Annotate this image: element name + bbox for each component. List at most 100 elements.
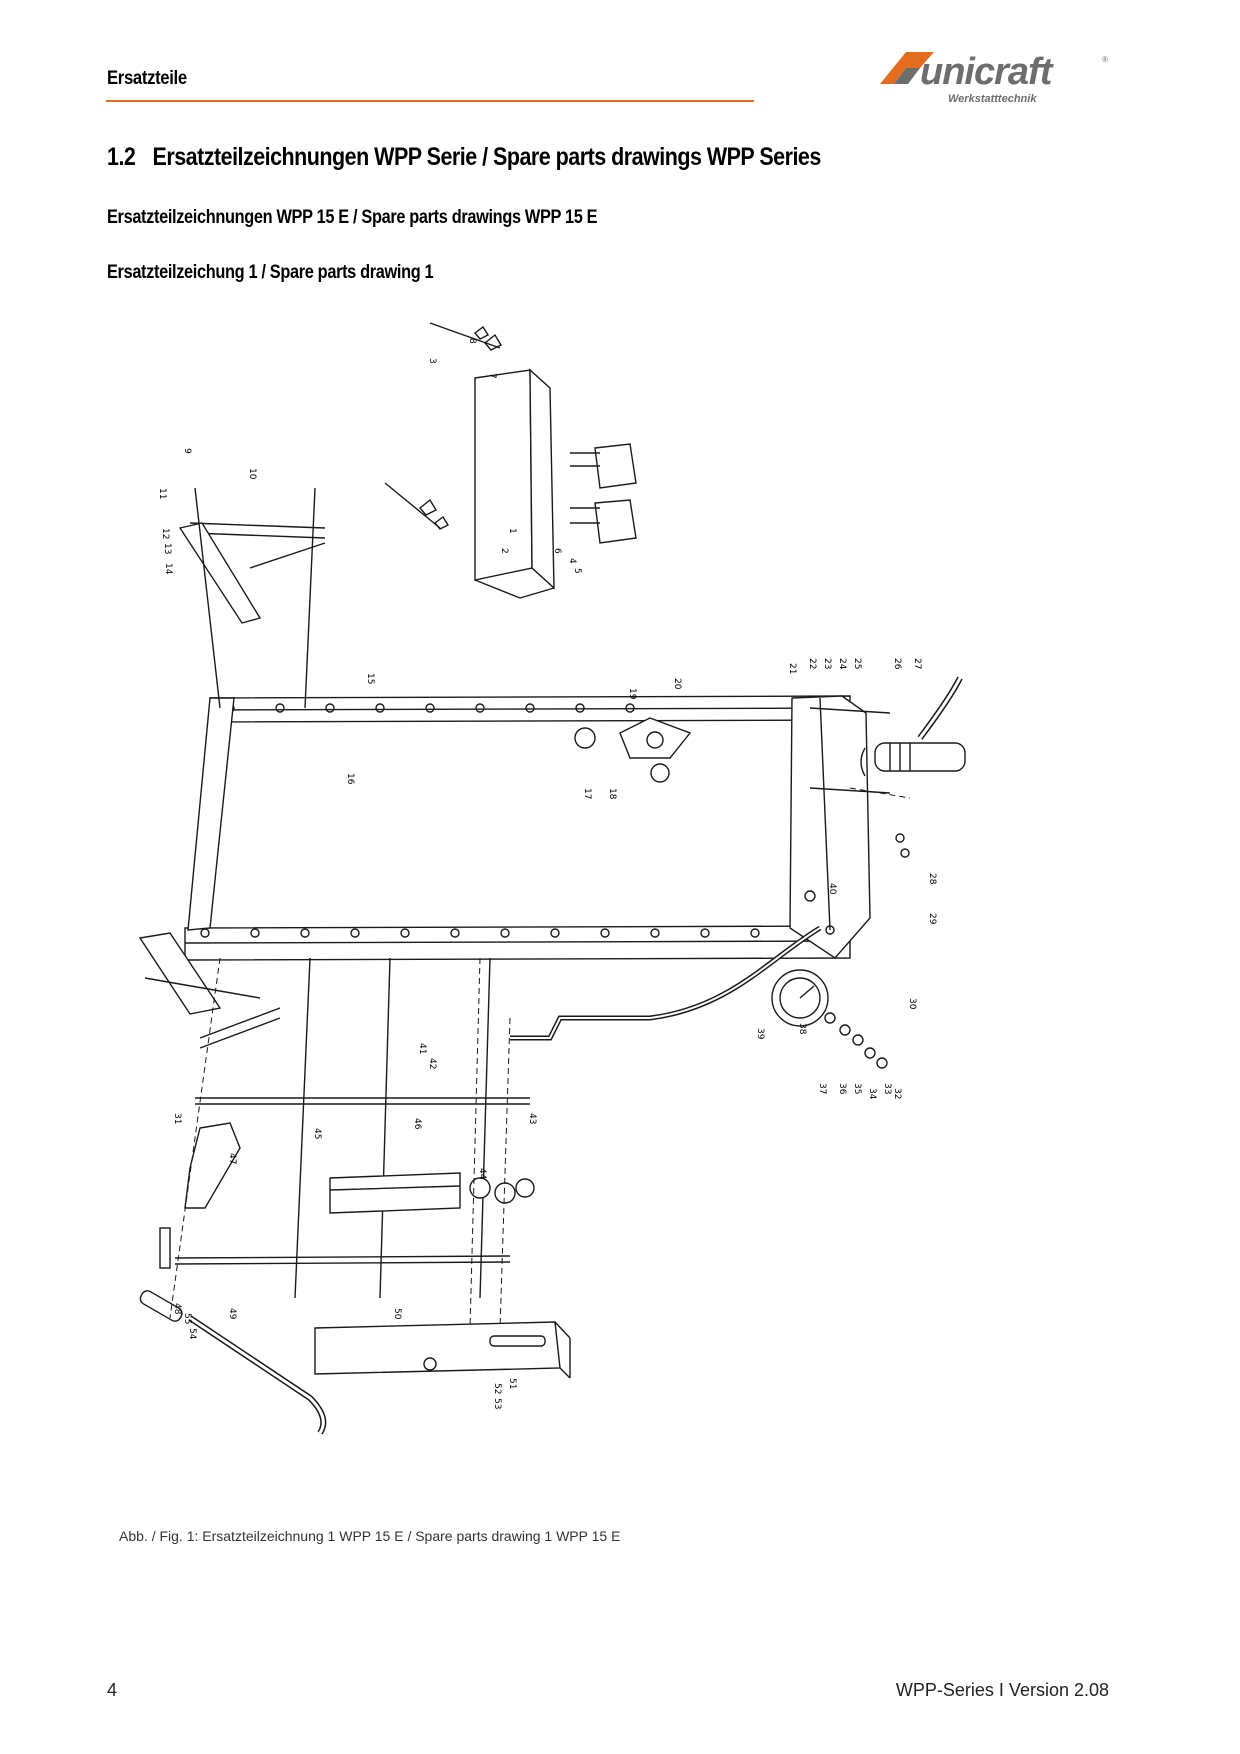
- hydraulic-cylinder: [809, 676, 966, 794]
- part-number-label: 29: [927, 913, 937, 925]
- part-number-label: 19: [627, 688, 637, 700]
- figure-caption: Abb. / Fig. 1: Ersatzteilzeichnung 1 WPP…: [119, 1528, 621, 1544]
- frame-hole: [750, 928, 760, 938]
- part-number-label: 1: [507, 528, 517, 534]
- part-number-label: 18: [607, 788, 617, 800]
- frame-hole: [300, 928, 310, 938]
- part-number-label: 12: [160, 528, 170, 539]
- logo-name: unicraft: [920, 51, 1054, 93]
- part-number-label: 22: [807, 658, 817, 669]
- part-number-label: 43: [527, 1113, 537, 1124]
- part-number-label: 45: [312, 1128, 322, 1139]
- part-number-label: 15: [365, 673, 375, 684]
- part-number-label: 32: [892, 1088, 902, 1099]
- registered-mark-icon: ®: [1102, 55, 1108, 64]
- part-number-label: 42: [427, 1058, 437, 1069]
- support-rods: [174, 957, 530, 1299]
- section-number: 1.2: [107, 143, 136, 171]
- part-number-label: 28: [927, 873, 937, 885]
- part-number-label: 35: [852, 1083, 862, 1094]
- unicraft-logo: unicraft Werkstatttechnik ®: [880, 51, 1108, 105]
- frame-hole: [525, 703, 535, 713]
- part-number-label: 49: [227, 1308, 237, 1320]
- subtitle-drawing-1: Ersatzteilzeichung 1 / Spare parts drawi…: [107, 262, 434, 283]
- part-number-label: 33: [882, 1083, 892, 1094]
- frame-hole: [575, 703, 585, 713]
- part-number-label: 3: [427, 358, 437, 364]
- frame-hole: [625, 703, 635, 713]
- part-number-label: 53: [492, 1398, 502, 1409]
- part-number-label: 10: [247, 468, 257, 480]
- frame-hole: [475, 703, 485, 713]
- logo-tagline: Werkstatttechnik: [948, 93, 1037, 105]
- part-number-label: 47: [227, 1153, 237, 1164]
- frame-hole: [450, 928, 460, 938]
- part-number-label: 6: [552, 548, 562, 554]
- frame-hole: [400, 928, 410, 938]
- frame-hole: [325, 703, 335, 713]
- part-number-label: 16: [345, 773, 355, 785]
- alignment-lines: [169, 787, 911, 1329]
- gauge-fittings: [824, 833, 910, 1069]
- lower-left-linkage: [138, 932, 281, 1049]
- pedal-lever: [159, 1122, 241, 1269]
- part-number-label: 44: [477, 1168, 487, 1180]
- header-rule: [106, 100, 754, 102]
- upper-left-linkage: [178, 487, 326, 709]
- frame-hole: [500, 928, 510, 938]
- frame-hole: [275, 703, 285, 713]
- part-number-label: 23: [822, 658, 832, 669]
- frame-hole: [550, 928, 560, 938]
- part-number-label: 38: [797, 1023, 807, 1035]
- part-number-label: 48: [172, 1303, 182, 1315]
- page-number: 4: [107, 1680, 118, 1700]
- frame-hole: [350, 928, 360, 938]
- part-number-label: 7: [487, 373, 497, 379]
- part-number-label: 30: [907, 998, 917, 1010]
- part-number-label: 54: [187, 1328, 197, 1340]
- frame-lower-rail: [184, 925, 851, 961]
- part-number-label: 55: [182, 1313, 192, 1324]
- hand-pump-block: [329, 1172, 535, 1214]
- frame-hole: [600, 928, 610, 938]
- part-number-label: 20: [672, 678, 682, 690]
- pump-handle: [139, 1290, 327, 1435]
- part-number-label: 21: [787, 663, 797, 674]
- part-number-label: 24: [837, 658, 847, 670]
- part-number-label: 31: [172, 1113, 182, 1124]
- part-number-label: 27: [912, 658, 922, 669]
- part-number-label: 36: [837, 1083, 847, 1095]
- piston-plate: [574, 717, 692, 783]
- pressure-gauge: [771, 969, 829, 1027]
- part-number-label: 41: [417, 1043, 427, 1054]
- frame-hole: [425, 703, 435, 713]
- part-number-label: 52: [492, 1383, 502, 1394]
- frame-hole: [375, 703, 385, 713]
- section-title-text: Ersatzteilzeichnungen WPP Serie / Spare …: [152, 143, 822, 171]
- frame-hole: [650, 928, 660, 938]
- part-number-label: 13: [162, 543, 172, 554]
- footer-version: WPP-Series I Version 2.08: [895, 1680, 1109, 1700]
- part-number-label: 4: [567, 558, 577, 564]
- part-number-label: 37: [817, 1083, 827, 1094]
- part-number-label: 5: [572, 568, 582, 574]
- part-number-label: 51: [507, 1378, 517, 1389]
- base-box: [314, 1321, 571, 1379]
- header-label: Ersatzteile: [107, 68, 187, 89]
- subtitle-drawings-wpp15e: Ersatzteilzeichnungen WPP 15 E / Spare p…: [107, 207, 598, 228]
- press-head-beam: [384, 322, 555, 599]
- part-number-label: 34: [867, 1088, 877, 1100]
- part-number-label: 39: [755, 1028, 765, 1040]
- part-number-label: 46: [412, 1118, 422, 1130]
- frame-hole: [700, 928, 710, 938]
- part-number-label: 11: [157, 488, 167, 499]
- part-number-label: 2: [499, 548, 509, 554]
- part-number-label: 26: [892, 658, 902, 670]
- part-number-label: 50: [392, 1308, 402, 1320]
- part-number-label: 40: [827, 883, 837, 895]
- frame-hole: [250, 928, 260, 938]
- bracket-assembly: [570, 443, 637, 544]
- part-number-label: 17: [582, 788, 592, 799]
- part-number-label: 14: [163, 563, 173, 575]
